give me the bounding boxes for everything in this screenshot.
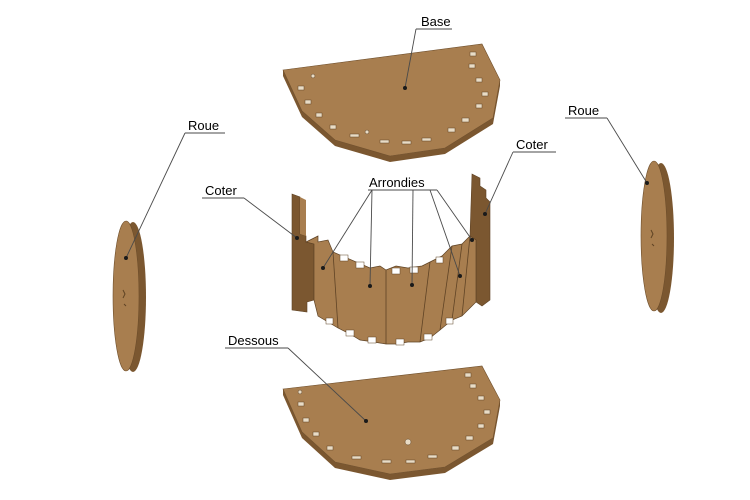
callout-roue-left: Roue xyxy=(124,118,225,260)
label-dessous: Dessous xyxy=(228,333,279,348)
callout-arrondies: Arrondies xyxy=(321,175,474,288)
panel-seams xyxy=(332,235,471,344)
base-slots xyxy=(297,51,489,145)
label-coter-right: Coter xyxy=(516,137,548,152)
callout-roue-right: Roue xyxy=(565,103,649,185)
callout-base: Base xyxy=(403,14,452,90)
side-wall-assembly xyxy=(291,173,491,346)
left-wheel xyxy=(112,220,146,372)
base-plate xyxy=(282,43,501,162)
top-notches xyxy=(339,254,444,275)
dessous-slots xyxy=(297,372,491,464)
label-roue-left: Roue xyxy=(188,118,219,133)
callout-dessous: Dessous xyxy=(225,333,368,423)
right-wheel xyxy=(640,160,674,313)
label-arrondies: Arrondies xyxy=(369,175,425,190)
label-base: Base xyxy=(421,14,451,29)
label-coter-left: Coter xyxy=(205,183,237,198)
label-roue-right: Roue xyxy=(568,103,599,118)
callout-coter-left: Coter xyxy=(202,183,299,240)
dessous-plate xyxy=(282,365,501,480)
bottom-notches xyxy=(325,317,454,346)
callout-coter-right: Coter xyxy=(483,137,556,216)
